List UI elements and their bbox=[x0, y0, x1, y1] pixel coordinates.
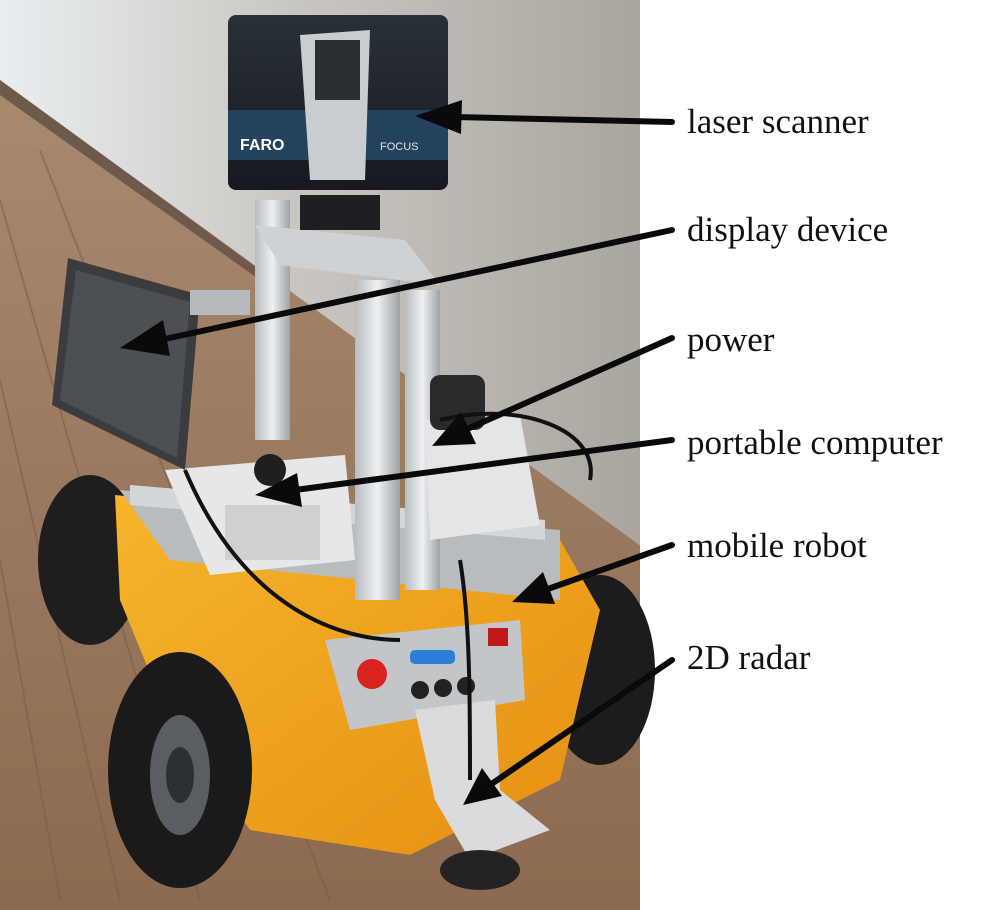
label-portable-computer: portable computer bbox=[687, 423, 943, 462]
arrow-display-device bbox=[157, 227, 675, 343]
arrowhead-power bbox=[432, 412, 476, 446]
arrow-power bbox=[462, 335, 675, 433]
label-display-device: display device bbox=[687, 210, 889, 249]
arrowhead-mobile-robot bbox=[512, 572, 555, 604]
arrowhead-laser-scanner bbox=[415, 100, 462, 134]
scanner-model-text: FOCUS bbox=[380, 141, 419, 153]
robot-photo: FARO FOCUS bbox=[0, 0, 660, 910]
label-mobile-robot: mobile robot bbox=[687, 526, 867, 565]
arrow-portable-computer bbox=[292, 437, 675, 493]
label-2d-radar: 2D radar bbox=[687, 638, 811, 677]
arrowhead-display-device bbox=[120, 320, 170, 356]
arrow-2d-radar bbox=[487, 657, 675, 788]
label-laser-scanner: laser scanner bbox=[687, 102, 869, 141]
arrowhead-portable-computer bbox=[255, 473, 302, 507]
label-power: power bbox=[687, 320, 775, 359]
arrowhead-2d-radar bbox=[463, 768, 502, 805]
arrow-laser-scanner bbox=[452, 114, 675, 125]
arrow-mobile-robot bbox=[542, 542, 675, 593]
scanner-brand-text: FARO bbox=[240, 137, 284, 154]
